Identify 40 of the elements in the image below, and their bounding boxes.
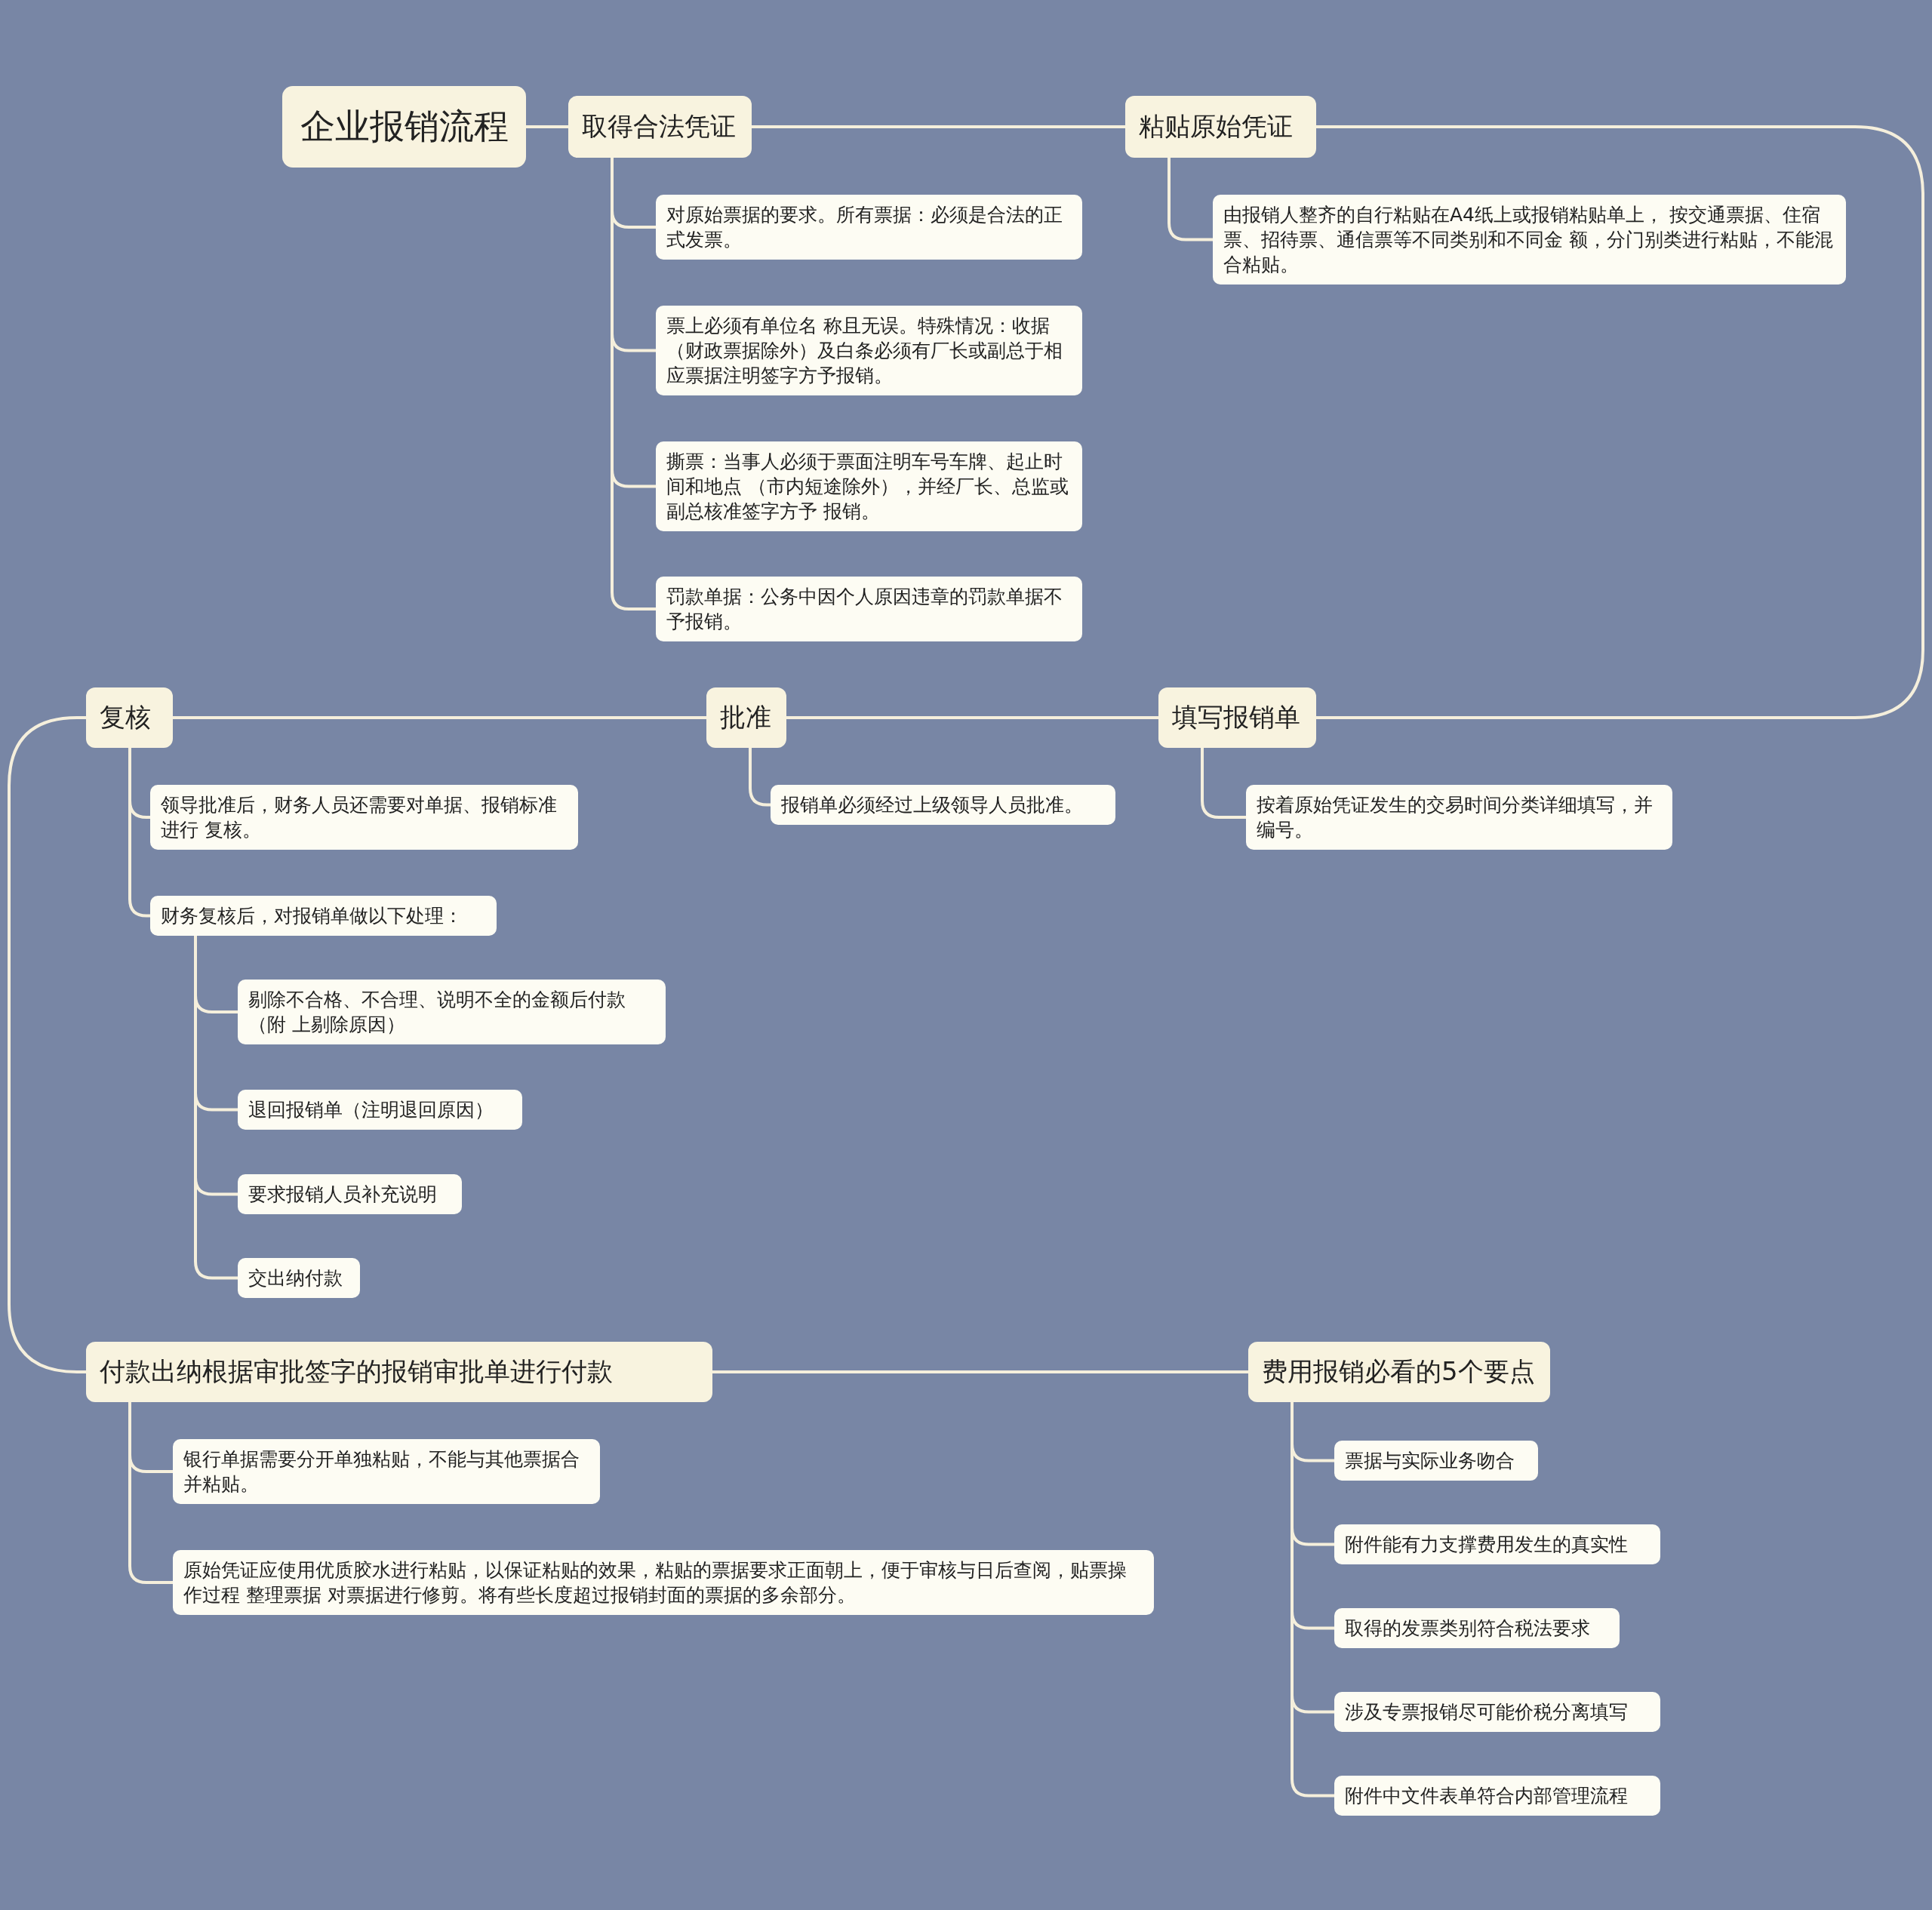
topic-box: 付款出纳根据审批签字的报销审批单进行付款 [86,1342,712,1402]
note-box: 要求报销人员补充说明 [238,1174,462,1214]
note-box: 报销单必须经过上级领导人员批准。 [771,785,1115,825]
note-box: 附件中文件表单符合内部管理流程 [1334,1776,1660,1816]
topic-box: 填写报销单 [1158,687,1316,748]
note-box: 退回报销单（注明退回原因） [238,1090,522,1130]
connector-line [8,716,86,1373]
connector-line [173,716,706,719]
topic-box: 复核 [86,687,173,748]
connector-line [128,1402,173,1584]
note-box: 原始凭证应使用优质胶水进行粘贴，以保证粘贴的效果，粘贴的票据要求正面朝上，便于审核与日后查阅，贴票操作过程 整理票据 对票据进行修剪。将有些长度超过报销封面的票据的多余部分。 [173,1550,1154,1615]
connector-line [194,936,238,1280]
connector-line [786,716,1158,719]
note-box: 票据与实际业务吻合 [1334,1441,1538,1481]
connector-line [1291,1402,1334,1798]
title-box: 企业报销流程 [282,86,526,168]
topic-box: 取得合法凭证 [568,96,752,158]
connector-line [1316,125,1924,719]
note-box: 附件能有力支撑费用发生的真实性 [1334,1524,1660,1564]
topic-box: 批准 [706,687,786,748]
note-box: 涉及专票报销尽可能价税分离填写 [1334,1692,1660,1732]
note-box: 取得的发票类别符合税法要求 [1334,1608,1620,1648]
note-box: 对原始票据的要求。所有票据：必须是合法的正式发票。 [656,195,1082,260]
note-box: 票上必须有单位名 称且无误。特殊情况：收据（财政票据除外）及白条必须有厂长或副总于相应票据注明签字方予报销。 [656,306,1082,395]
note-box: 剔除不合格、不合理、说明不全的金额后付款（附 上剔除原因） [238,980,666,1044]
note-box: 银行单据需要分开单独粘贴，不能与其他票据合并粘贴。 [173,1439,600,1504]
topic-box: 粘贴原始凭证 [1125,96,1316,158]
connector-line [526,125,568,128]
note-box: 由报销人整齐的自行粘贴在A4纸上或报销粘贴单上， 按交通票据、住宿票、招待票、通信票等不同类别和不同金 额，分门别类进行粘贴，不能混合粘贴。 [1213,195,1846,285]
connector-line [712,1370,1248,1373]
connector-line [1168,158,1213,241]
note-box: 领导批准后，财务人员还需要对单据、报销标准进行 复核。 [150,785,578,850]
note-box: 撕票：当事人必须于票面注明车号车牌、起止时间和地点 （市内短途除外），并经厂长、总监或副总核准签字方予 报销。 [656,441,1082,531]
topic-box: 费用报销必看的5个要点 [1248,1342,1550,1402]
note-box: 按着原始凭证发生的交易时间分类详细填写，并编号。 [1246,785,1672,850]
note-box: 罚款单据：公务中因个人原因违章的罚款单据不予报销。 [656,577,1082,641]
connector-line [1201,748,1246,819]
note-box: 财务复核后，对报销单做以下处理： [150,896,497,936]
note-box: 交出纳付款 [238,1258,360,1298]
connector-line [752,125,1125,128]
